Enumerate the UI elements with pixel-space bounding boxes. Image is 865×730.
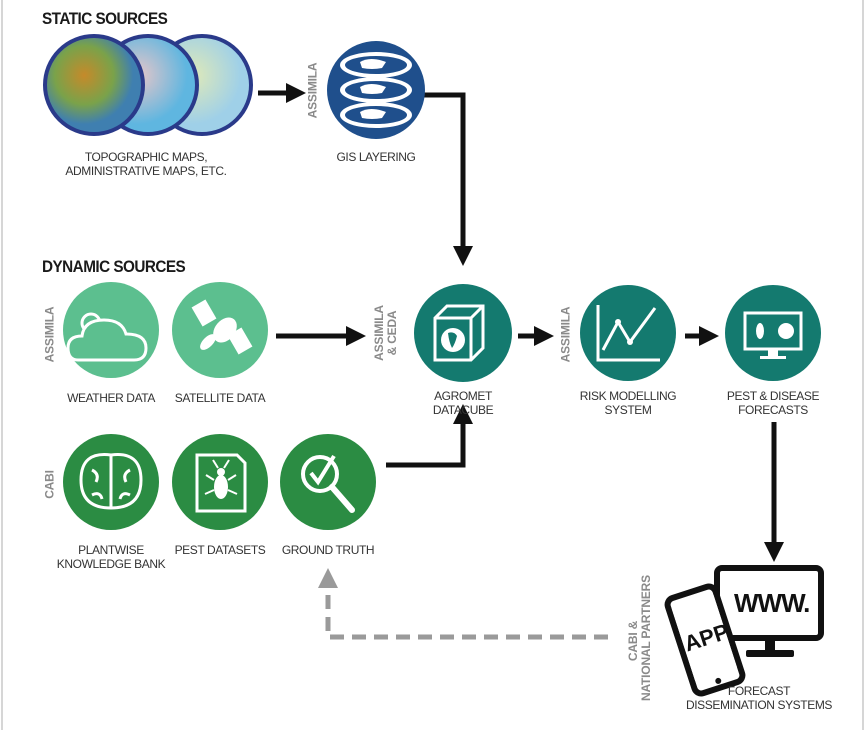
- datacube-label-line1: AGROMET: [434, 389, 492, 403]
- plantwise-label: PLANTWISE KNOWLEDGE BANK: [11, 543, 211, 571]
- datacube-label-line2: DATACUBE: [432, 403, 494, 417]
- datacube-partner-label: ASSIMILA & CEDA: [372, 303, 403, 363]
- datacube-label: AGROMET DATACUBE: [363, 389, 563, 417]
- dissemination-label: FORECAST DISSEMINATION SYSTEMS: [659, 684, 859, 712]
- satellite-label: SATELLITE DATA: [174, 391, 266, 405]
- maps-label: TOPOGRAPHIC MAPS, ADMINISTRATIVE MAPS, E…: [65, 150, 227, 178]
- risk-partner-label: ASSIMILA: [558, 306, 573, 363]
- dissemination-label-line1: FORECAST: [727, 684, 791, 698]
- dynamic-sources-title: DYNAMIC SOURCES: [42, 257, 186, 276]
- static-sources-title: STATIC SOURCES: [42, 9, 168, 28]
- page-border-right: [862, 0, 864, 730]
- plantwise-label-line1: PLANTWISE: [78, 543, 144, 557]
- forecasts-label: PEST & DISEASE FORECASTS: [673, 389, 865, 417]
- page-border-left: [1, 0, 3, 730]
- weather-label: WEATHER DATA: [67, 391, 155, 405]
- risk-label-line1: RISK MODELLING: [579, 389, 677, 403]
- arrow-cabi-to-datacube: [386, 404, 473, 468]
- risk-label: RISK MODELLING SYSTEM: [528, 389, 728, 417]
- ground-truth-label: GROUND TRUTH: [281, 543, 375, 557]
- gis-label: GIS LAYERING: [336, 150, 416, 164]
- datacube-partner-line2: & CEDA: [385, 310, 399, 356]
- arrow-gis-to-datacube: [416, 92, 473, 266]
- web-text: WWW.: [734, 588, 810, 618]
- pest-datasets-label: PEST DATASETS: [174, 543, 266, 557]
- forecasts-label-line1: PEST & DISEASE: [726, 389, 820, 403]
- cabi-partner-label: CABI: [42, 470, 57, 499]
- feedback-arrow-to-ground-truth: [318, 568, 608, 640]
- plantwise-label-line2: KNOWLEDGE BANK: [56, 557, 166, 571]
- static-partner-label: ASSIMILA: [305, 62, 320, 119]
- forecasts-label-line2: FORECASTS: [738, 403, 808, 417]
- dissemination-partner-line2: NATIONAL PARTNERS: [639, 575, 653, 701]
- dissemination-label-line2: DISSEMINATION SYSTEMS: [685, 698, 833, 712]
- dynamic-partner-label: ASSIMILA: [42, 306, 57, 363]
- risk-label-line2: SYSTEM: [604, 403, 652, 417]
- dissemination-partner-label: CABI & NATIONAL PARTNERS: [626, 575, 653, 701]
